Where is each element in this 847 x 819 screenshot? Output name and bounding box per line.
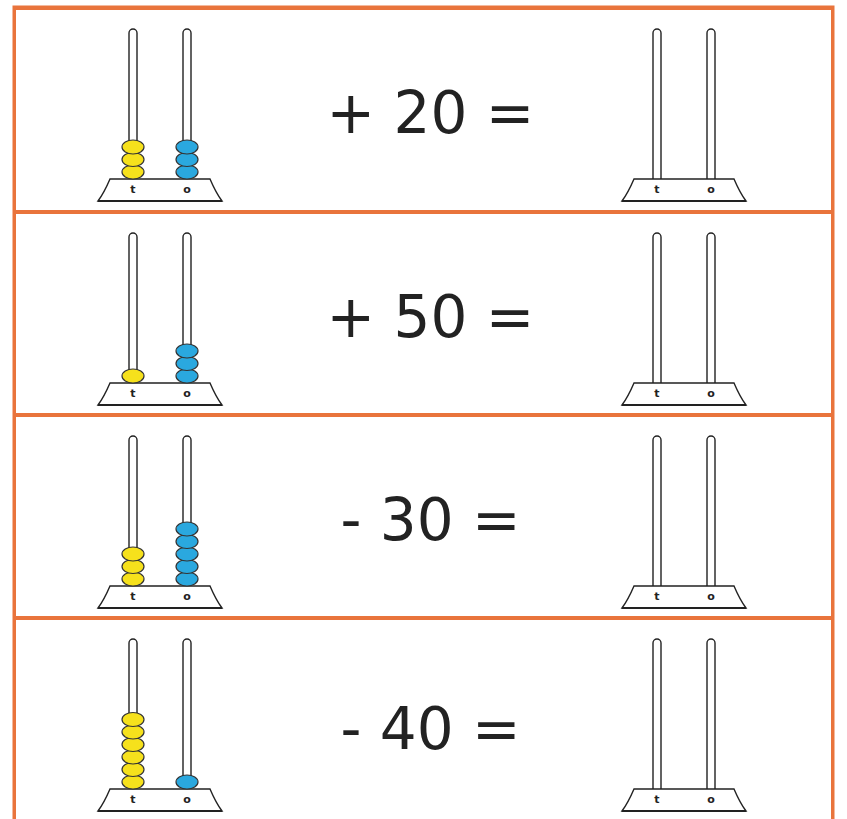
abacus-rod [129,233,137,387]
abacus-base [98,383,222,405]
abacus-base-edge [622,607,746,609]
abacus-rod [183,639,191,793]
abacus-bead [122,547,144,561]
abacus-base-edge [622,810,746,812]
abacus [98,29,222,201]
abacus-rod [707,29,715,183]
place-value-label: o [704,793,718,807]
abacus [622,436,746,608]
frame [14,7,833,819]
place-value-label: o [180,387,194,401]
equation-row: - 30 = [14,415,833,618]
abacus-base-edge [98,200,222,202]
abacus-base-edge [98,810,222,812]
abacus-bead [122,165,144,179]
place-value-label: t [650,793,664,807]
abacus-bead [122,369,144,383]
abacus-bead [176,140,198,154]
abacus [98,639,222,811]
place-value-label: o [180,590,194,604]
abacus [98,436,222,608]
place-value-label: t [650,183,664,197]
abacus-rod [653,639,661,793]
abacus-rod [707,233,715,387]
place-value-label: t [126,793,140,807]
abacus-bead [176,344,198,358]
abacus-bead [122,140,144,154]
place-value-label: t [126,590,140,604]
abacus [622,639,746,811]
place-value-label: t [650,387,664,401]
abacus-bead [176,775,198,789]
equation-text: - 40 = [340,695,520,763]
place-value-label: t [126,387,140,401]
place-value-label: t [126,183,140,197]
abacus-base-edge [98,404,222,406]
abacus-bead [176,153,198,167]
abacus-bead [176,165,198,179]
abacus-rod [653,29,661,183]
abacus-base [622,383,746,405]
abacus-bead [176,522,198,536]
abacus-base [622,179,746,201]
equation-text: - 30 = [340,486,520,554]
equation-row: + 20 = [14,8,833,212]
abacus-base [98,586,222,608]
abacus-base [98,789,222,811]
place-value-label: t [650,590,664,604]
abacus [622,29,746,201]
abacus-base-edge [622,404,746,406]
abacus-bead [122,713,144,727]
abacus-rod [707,639,715,793]
equation-row: - 40 = [14,618,833,819]
abacus-base-edge [622,200,746,202]
abacus-base [98,179,222,201]
place-value-label: o [180,183,194,197]
place-value-label: o [704,183,718,197]
place-value-label: o [704,590,718,604]
abacus-base-edge [98,607,222,609]
equation-row: + 50 = [14,212,833,415]
abacus-rod [653,436,661,590]
abacus-rod [707,436,715,590]
abacus [98,233,222,405]
equation-text: + 20 = [327,79,535,147]
abacus-base [622,586,746,608]
abacus-base [622,789,746,811]
place-value-label: o [180,793,194,807]
abacus-bead [122,153,144,167]
abacus [622,233,746,405]
equation-text: + 50 = [327,283,535,351]
place-value-label: o [704,387,718,401]
abacus-rod [653,233,661,387]
